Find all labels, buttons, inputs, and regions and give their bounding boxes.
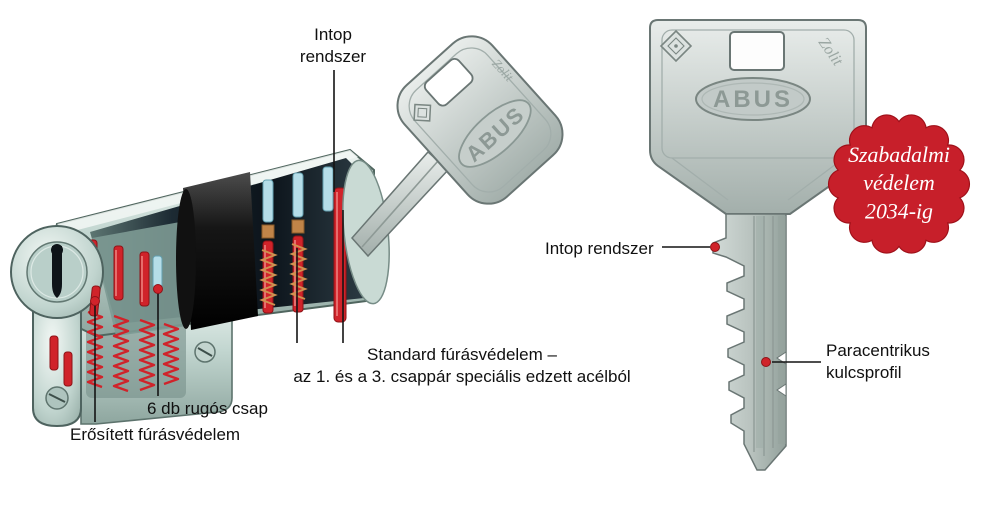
- blade-grooves: [753, 216, 786, 456]
- blade-groove-left: [361, 160, 439, 248]
- label-standard-line1: Standard fúrásvédelem –: [367, 345, 557, 364]
- keyway-top: [51, 244, 63, 256]
- pin-cyan: [152, 255, 163, 289]
- abus-oval: [458, 99, 532, 168]
- pin-cyan: [322, 166, 334, 212]
- label-intop-key: Intop rendszer: [545, 239, 654, 258]
- spring-red: [112, 314, 130, 393]
- label-paracentric-line2: kulcsprofil: [826, 362, 902, 382]
- pointer-dot-intop-key: [710, 242, 720, 252]
- hardened-rod: [63, 351, 73, 387]
- leader-lines: [94, 70, 821, 422]
- key-bow-inner: [661, 29, 855, 159]
- bow-taper-line: [671, 157, 729, 201]
- label-reinforced: Erősített fúrásvédelem: [70, 425, 241, 444]
- pin-cyan: [262, 179, 274, 223]
- spring-copper: [289, 243, 308, 300]
- label-paracentric: Paracentrikus kulcsprofil: [826, 340, 930, 384]
- label-standard-line2: az 1. és a 3. csappár speciális edzett a…: [293, 366, 631, 386]
- label-standard: Standard fúrásvédelem – az 1. és a 3. cs…: [280, 344, 644, 388]
- patent-badge: Szabadalmi védelem 2034-ig: [827, 114, 971, 254]
- bow-hole: [423, 57, 474, 107]
- pointer-dots: [90, 242, 771, 367]
- cylinder-illustration: ABUS Zolit: [10, 35, 564, 428]
- badge-shape: [827, 114, 971, 254]
- badge-text-line3: 2034-ig: [865, 199, 933, 223]
- bow-inner-line: [408, 47, 552, 193]
- pin-copper: [261, 224, 275, 239]
- key-abus-oval: [695, 77, 811, 121]
- badge-text-line2: védelem: [863, 171, 935, 195]
- spring-red: [162, 322, 180, 386]
- pointer-dot-springs: [153, 284, 163, 294]
- plug-black: [183, 172, 258, 330]
- pin-copper: [291, 219, 305, 234]
- blade-right-notch: [776, 383, 787, 397]
- key-abus-text: ABUS: [713, 86, 793, 113]
- label-paracentric-line1: Paracentrikus: [826, 341, 930, 360]
- spring-red: [138, 318, 156, 392]
- key-blade: [712, 213, 787, 471]
- cylinder-front-face: [10, 225, 216, 428]
- lobe-screw-slot: [48, 393, 66, 403]
- pointer-dot-reinforced: [90, 296, 100, 306]
- spring-copper: [259, 249, 278, 306]
- label-intop-cylinder: Intop rendszer: [299, 25, 367, 66]
- key-abus-oval-inner: [701, 82, 805, 116]
- diamond-logo: [413, 103, 432, 122]
- pointer-dot-paracentric: [761, 357, 771, 367]
- key-diamond-logo: [659, 29, 693, 63]
- key-illustration: Zolit ABUS: [649, 19, 867, 471]
- key-bow-left: ABUS Zolit: [396, 35, 564, 205]
- hardened-rod: [49, 335, 59, 371]
- plug-cap: [176, 189, 196, 329]
- keyway: [52, 246, 62, 298]
- blade-right-notch: [776, 351, 787, 365]
- side-screw-slot: [197, 347, 213, 357]
- badge-text-line1: Szabadalmi: [848, 143, 950, 167]
- label-springs: 6 db rugós csap: [147, 399, 268, 418]
- pin-cyan: [292, 172, 304, 218]
- key-hole: [729, 31, 785, 71]
